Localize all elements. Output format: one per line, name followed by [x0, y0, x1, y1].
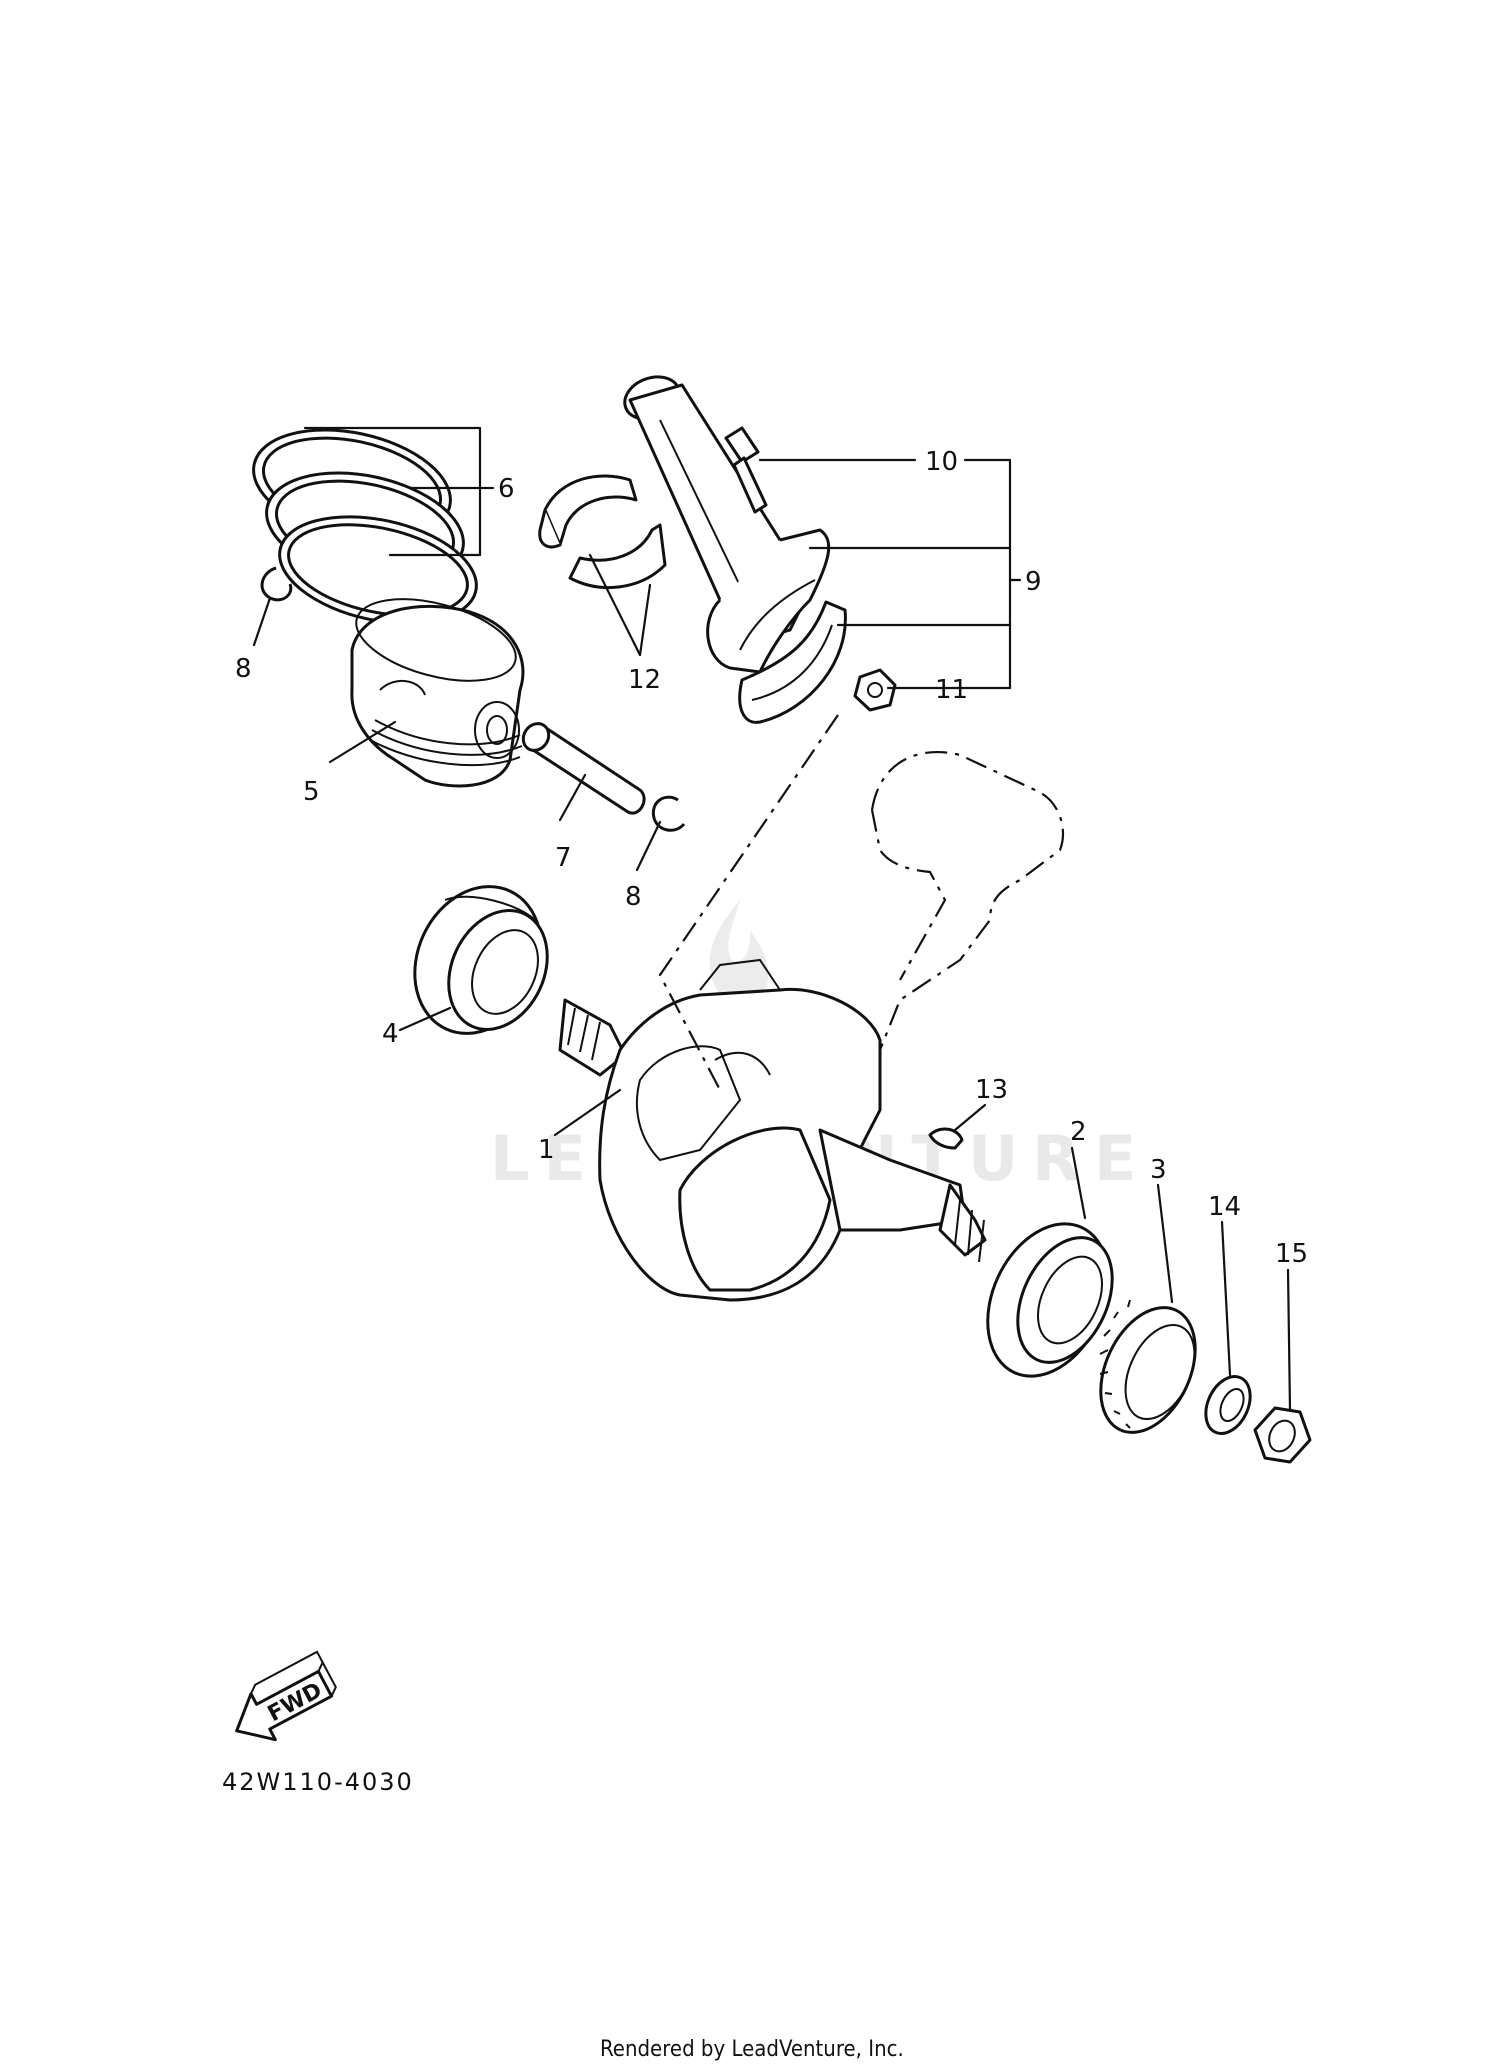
- washer: [1204, 1375, 1252, 1435]
- callout-3: 3: [1150, 1155, 1167, 1185]
- timing-gear: [1099, 1299, 1197, 1434]
- leader-lines: [252, 426, 1292, 1412]
- render-credit: Rendered by LeadVenture, Inc.: [600, 2037, 904, 2062]
- main-bearing-left: [413, 885, 549, 1035]
- bearing-shells: [538, 474, 667, 589]
- fwd-arrow-icon: FWD: [235, 1650, 337, 1742]
- callout-6: 6: [498, 474, 515, 504]
- callout-4: 4: [382, 1019, 399, 1049]
- callout-12: 12: [628, 665, 661, 695]
- callout-9: 9: [1025, 567, 1042, 597]
- phantom-conrod: [870, 751, 1065, 1051]
- connecting-rod: [623, 375, 831, 674]
- callout-8-top: 8: [235, 654, 252, 684]
- crank-nut: [1253, 1406, 1312, 1464]
- crankshaft: [558, 958, 987, 1302]
- piston: [350, 598, 525, 788]
- callout-14: 14: [1208, 1192, 1241, 1222]
- callout-7: 7: [555, 843, 572, 873]
- woodruff-key: [928, 1127, 964, 1150]
- piston-pin: [521, 722, 646, 815]
- assembly-leader: [658, 714, 839, 1091]
- callout-15: 15: [1275, 1239, 1308, 1269]
- callouts: 1 2 3 4 5 6 7 8 8 9 10 11 12 13 14 15: [235, 447, 1308, 1269]
- piston-rings: [252, 428, 478, 625]
- callout-2: 2: [1070, 1117, 1087, 1147]
- callout-11: 11: [935, 675, 968, 705]
- conrod-bolt: [724, 426, 768, 514]
- main-bearing-right: [986, 1222, 1114, 1378]
- callout-13: 13: [975, 1075, 1008, 1105]
- diagram-code: 42W110-4030: [222, 1768, 414, 1796]
- rod-cap: [738, 600, 847, 724]
- callout-1: 1: [538, 1135, 555, 1165]
- callout-5: 5: [303, 777, 320, 807]
- callout-10: 10: [925, 447, 958, 477]
- rod-nut: [853, 668, 897, 712]
- callout-8-lower: 8: [625, 882, 642, 912]
